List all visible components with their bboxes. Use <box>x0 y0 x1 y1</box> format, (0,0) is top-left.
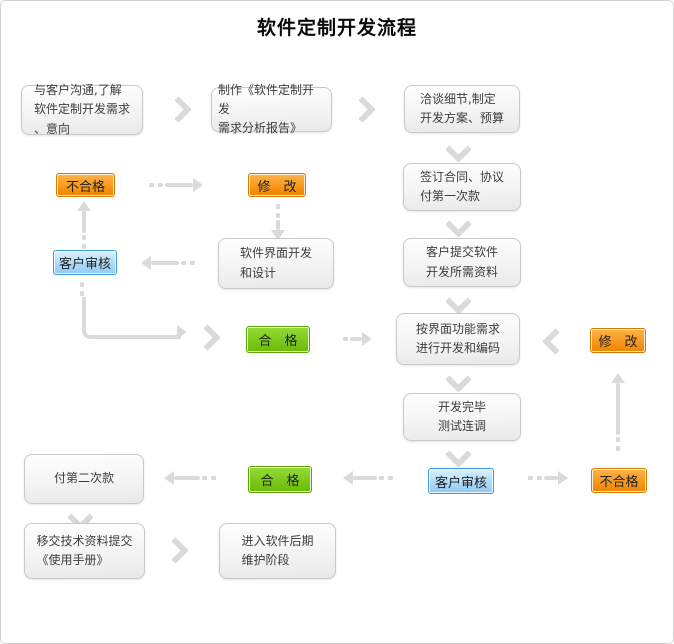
chevron-down-icon <box>445 288 472 315</box>
badge-fail-bottom: 不合格 <box>591 468 647 493</box>
chevron-down-icon <box>445 136 472 163</box>
badge-pass-mid: 合 格 <box>246 326 310 353</box>
title-area: 软件定制开发流程 软件定制开发流程 <box>1 13 673 56</box>
arrow-up-dashed-icon <box>77 201 91 251</box>
flow-box-handover: 移交技术资料提交 《使用手册》 <box>24 523 145 579</box>
flow-box-negotiate: 洽谈细节,制定 开发方案、预算 <box>404 85 520 133</box>
page-title: 软件定制开发流程 <box>256 17 417 39</box>
chevron-right-icon <box>162 537 189 564</box>
arrow-elbow-icon <box>82 297 181 339</box>
arrow-right-dashed-icon <box>147 178 203 192</box>
chevron-right-icon <box>165 96 192 123</box>
arrow-up-dashed-icon <box>611 373 625 453</box>
badge-pass-bottom: 合 格 <box>248 466 312 493</box>
flow-box-contract: 签订合同、协议 付第一次款 <box>403 163 521 211</box>
chevron-down-icon <box>445 441 472 468</box>
badge-review-top: 客户审核 <box>53 250 117 275</box>
arrow-head-right-icon <box>177 325 187 339</box>
chevron-down-icon <box>445 211 472 238</box>
chevron-left-icon <box>542 328 569 355</box>
arrow-left-dashed-icon <box>141 256 197 270</box>
badge-fail-top: 不合格 <box>56 173 115 197</box>
arrow-right-dashed-icon <box>526 471 568 485</box>
badge-modify-right: 修 改 <box>590 328 646 353</box>
arrow-down-dashed-icon <box>271 202 285 240</box>
arrow-left-dashed-icon <box>343 471 395 485</box>
flow-box-maintenance: 进入软件后期 维护阶段 <box>219 523 336 579</box>
chevron-down-icon <box>445 366 472 393</box>
flow-box-report: 制作《软件定制开发 需求分析报告》 <box>211 83 332 135</box>
badge-review-bottom: 客户审核 <box>428 468 494 494</box>
page-title-reflection: 软件定制开发流程 <box>1 41 673 56</box>
flow-box-ui-design: 软件界面开发 和设计 <box>218 238 334 289</box>
flow-box-testing: 开发完毕 测试连调 <box>403 393 521 441</box>
flow-box-coding: 按界面功能需求 进行开发和编码 <box>396 313 520 365</box>
flow-box-communicate: 与客户沟通,了解 软件定制开发需求 、意向 <box>21 83 143 136</box>
arrow-left-dashed-icon <box>164 471 218 485</box>
arrow-right-dashed-icon <box>341 332 372 346</box>
arrow-elbow-dashes-icon <box>80 280 84 298</box>
chevron-right-icon <box>349 96 376 123</box>
flow-box-materials: 客户提交软件 开发所需资料 <box>403 238 521 287</box>
flow-box-second-payment: 付第二次款 <box>24 454 144 504</box>
chevron-right-icon <box>194 324 221 351</box>
badge-modify-top: 修 改 <box>248 173 306 197</box>
